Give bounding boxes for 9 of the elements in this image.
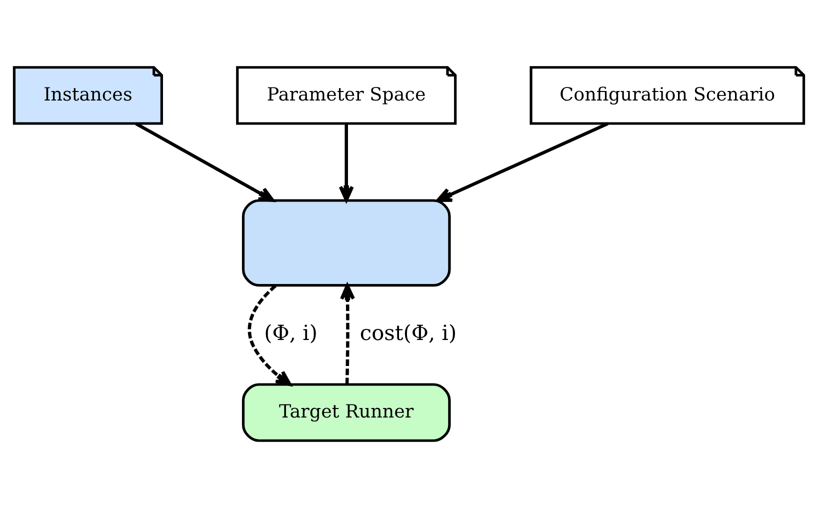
arrow (340, 284, 355, 384)
arrow (338, 124, 354, 202)
arrow (436, 122, 608, 202)
edge-label: cost(Φ, i) (359, 320, 456, 345)
node-box: Target Runner (241, 383, 450, 442)
arrow (247, 284, 291, 386)
edge-label: (Φ, i) (264, 320, 318, 345)
arrow (134, 122, 274, 202)
node-box (241, 199, 450, 287)
